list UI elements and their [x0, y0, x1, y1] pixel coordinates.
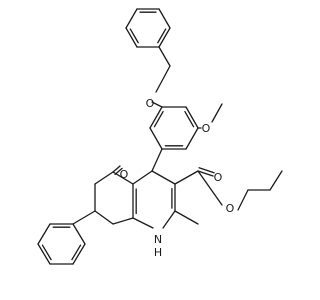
lower-phenyl-bond-1	[37, 223, 51, 245]
ester-c-bond	[174, 170, 199, 185]
benzyl-phenyl-bond-2	[158, 27, 171, 48]
cyclo-c5-c6	[94, 171, 114, 185]
ketone-double	[114, 167, 123, 176]
atom-label-o-ketone: O	[120, 168, 129, 181]
bond-layer	[37, 8, 283, 265]
benzyl-phenyl-bond-4	[125, 27, 138, 48]
dhp-n1-c8a	[132, 217, 154, 229]
c7-phenyl-bond	[72, 210, 96, 225]
benzyl-ch2-bond	[158, 46, 171, 67]
dhp-c4a-c4	[132, 170, 153, 185]
dhp-c2-n1	[162, 210, 176, 229]
molecule-structure: O O O O O N H	[37, 8, 283, 265]
atom-label-o-benzyl-ether: O	[146, 97, 155, 110]
benzyl-phenyl-bond-1	[158, 8, 171, 29]
cyclo-c8-c8a	[112, 217, 134, 225]
c2-methyl-bond	[174, 210, 199, 225]
ketone-bond	[112, 165, 121, 173]
atom-label-h-nh: H	[154, 246, 162, 259]
methoxy-ch3-bond	[211, 103, 223, 123]
atom-label-o-ester-alkoxy: O	[226, 202, 235, 215]
lower-phenyl-bond-2	[37, 243, 51, 265]
o-aryl-bond	[151, 101, 163, 108]
atom-label-o-ester-carbonyl: O	[214, 171, 223, 184]
propyl-bond-1	[237, 189, 249, 211]
lower-phenyl-bond-4	[72, 243, 86, 265]
ester-co-bond	[197, 170, 214, 177]
atom-label-n-ring: N	[154, 233, 162, 246]
anisole-ring-bond-2	[185, 127, 199, 150]
ester-co-double	[198, 167, 215, 174]
dhp-c4-c3	[151, 170, 176, 185]
lower-phenyl-bond-5	[72, 223, 86, 245]
atom-label-layer: O O O O O N H	[120, 97, 235, 259]
anisole-ring-bond-4	[149, 127, 163, 150]
benzyl-phenyl-double-4	[129, 28, 139, 44]
c4-aryl-bond	[151, 148, 163, 172]
lower-phenyl-double-4	[71, 244, 82, 261]
ester-alkoxy-bond	[197, 170, 223, 206]
anisole-ring-bond-5	[149, 106, 163, 129]
benzyl-o-bond	[155, 65, 171, 93]
anisole-ring-bond-1	[185, 106, 199, 129]
propyl-bond-3	[269, 170, 283, 191]
lower-phenyl-double-2	[41, 244, 52, 261]
atom-label-o-methoxy: O	[202, 122, 211, 135]
benzyl-phenyl-double-2	[157, 28, 167, 44]
cyclo-c7-c8	[94, 210, 114, 225]
anisole-ring-double-1	[184, 110, 195, 128]
anisole-ring-double-5	[153, 110, 164, 128]
benzyl-phenyl-bond-5	[125, 8, 138, 29]
